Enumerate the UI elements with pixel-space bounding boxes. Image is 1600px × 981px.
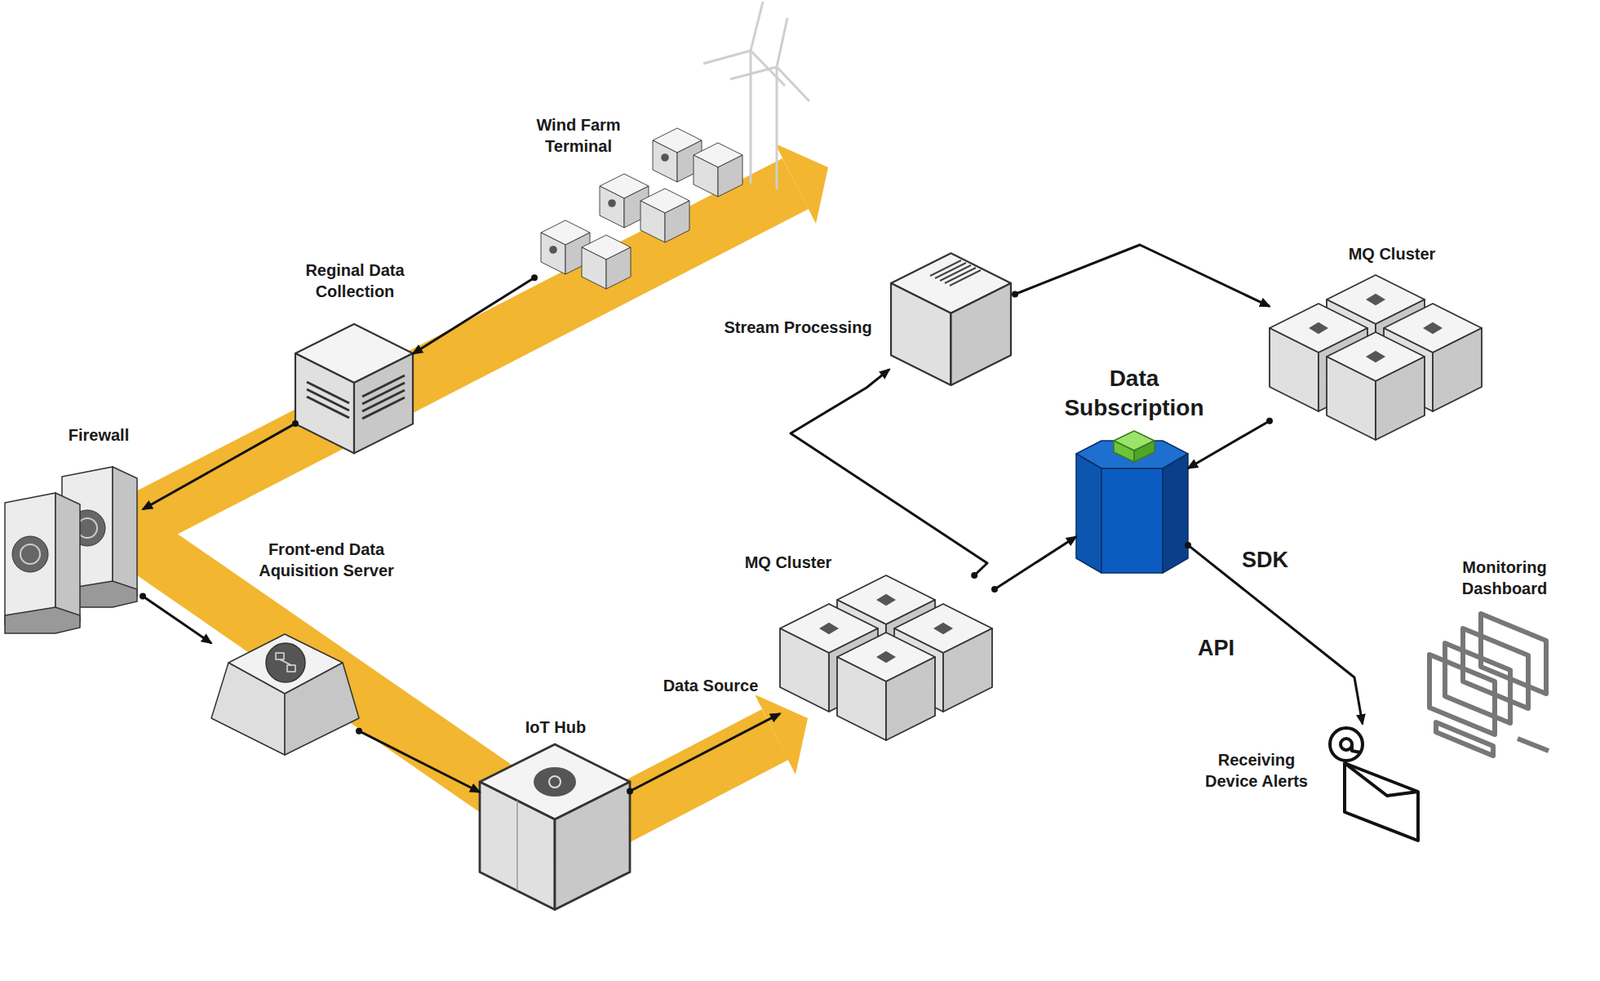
acquisition-server xyxy=(211,633,360,755)
node-label: Receiving Device Alerts xyxy=(1191,749,1322,792)
node-label: Wind Farm Terminal xyxy=(529,114,628,157)
flow-arrow xyxy=(1014,244,1270,306)
dashboard-icon xyxy=(1429,613,1549,756)
iot-hub: IoT Hub xyxy=(479,744,630,916)
illustration-part xyxy=(554,819,556,910)
node-label: MQ Cluster xyxy=(744,551,833,573)
illustration-part xyxy=(287,664,296,672)
illustration-part xyxy=(780,575,993,741)
mq-cluster: MQ Cluster xyxy=(1269,274,1487,441)
illustration-part xyxy=(122,183,796,841)
data-band xyxy=(122,143,829,841)
flow-arrow xyxy=(629,713,781,791)
illustration-part xyxy=(4,492,80,634)
flow-arrow xyxy=(359,731,480,793)
node-label: Reginal Data Collection xyxy=(297,259,413,302)
illustration-part xyxy=(949,270,981,286)
node-label: MQ Cluster xyxy=(1348,243,1437,265)
illustration-part xyxy=(750,1,763,51)
illustration-part xyxy=(730,66,777,80)
subscription-service: Data Subscription xyxy=(1076,428,1188,573)
illustration-part xyxy=(776,66,810,102)
firewall-icon xyxy=(4,466,138,634)
illustration-part xyxy=(362,397,405,419)
illustration-part xyxy=(776,17,788,67)
edge-label: Data Source xyxy=(661,675,761,696)
illustration-part xyxy=(275,652,284,660)
illustration-part xyxy=(1076,453,1102,573)
illustration-part xyxy=(775,143,829,224)
stream-processor: Stream Processing xyxy=(889,252,1015,386)
illustration-part xyxy=(1329,727,1363,761)
illustration-part xyxy=(640,188,690,243)
illustration-part xyxy=(516,800,519,891)
illustration-part xyxy=(549,775,561,788)
terminal-group: Wind Farm Terminal xyxy=(534,122,751,298)
node-label: Data Subscription xyxy=(1052,363,1216,424)
illustration-part xyxy=(703,50,751,64)
illustration-part xyxy=(949,313,952,384)
illustration-part xyxy=(1351,744,1361,753)
flow-arrow xyxy=(142,596,212,644)
illustration-part xyxy=(279,659,292,665)
illustration-part xyxy=(533,766,577,797)
illustration-part xyxy=(775,66,779,190)
illustration-part xyxy=(295,323,413,453)
illustration-part xyxy=(1101,468,1163,573)
monitoring-dashboard: Monitoring Dashboard xyxy=(1426,611,1552,760)
illustration-part xyxy=(693,142,743,197)
illustration-part xyxy=(930,260,981,286)
illustration-part xyxy=(479,744,630,909)
illustration-part xyxy=(1517,738,1549,751)
mq-cluster-icon xyxy=(780,274,1482,741)
flow-arrow xyxy=(790,369,988,576)
collection-server: Reginal Data Collection xyxy=(295,323,413,457)
illustration-part xyxy=(890,252,1011,386)
illustration-part xyxy=(1344,762,1419,841)
node-label: Stream Processing xyxy=(723,316,872,338)
alert-receiver: Receiving Device Alerts xyxy=(1325,723,1420,842)
illustration-part xyxy=(1134,440,1155,462)
flow-arrow xyxy=(412,277,535,354)
illustration-part xyxy=(1269,274,1482,440)
illustration-part xyxy=(754,694,808,775)
firewall: Firewall xyxy=(3,464,143,633)
stream-processing-icon xyxy=(890,252,1011,386)
illustration-part xyxy=(306,375,405,419)
illustration-part xyxy=(1162,453,1188,573)
illustration-part xyxy=(1444,642,1511,723)
node-label: IoT Hub xyxy=(525,716,586,738)
illustration-part xyxy=(306,396,350,418)
illustration-part xyxy=(581,234,631,289)
node-label: Monitoring Dashboard xyxy=(1451,556,1558,599)
acquisition-server: Front-end Data Aquisition Server xyxy=(211,632,360,755)
interface-label: SDK xyxy=(1241,546,1289,573)
node-label: Front-end Data Aquisition Server xyxy=(248,538,404,581)
flow-arrow xyxy=(142,423,296,510)
iot-hub-icon xyxy=(479,744,630,910)
flow-arrow xyxy=(994,536,1077,590)
flow-arrow xyxy=(1187,421,1270,469)
illustration-part xyxy=(1340,738,1352,750)
illustration-part xyxy=(1344,762,1419,796)
subscription-icon xyxy=(1076,430,1188,573)
alert-icon xyxy=(1329,727,1419,841)
collection-server xyxy=(295,323,413,453)
flow-arrow xyxy=(1187,545,1363,724)
mq-cluster: MQ Cluster xyxy=(780,575,995,741)
illustration-part xyxy=(749,50,753,184)
illustration-part xyxy=(1113,440,1135,462)
interface-label: API xyxy=(1197,634,1235,661)
illustration-part xyxy=(265,642,306,683)
node-label: Firewall xyxy=(68,424,129,446)
illustration-part xyxy=(1436,722,1494,756)
